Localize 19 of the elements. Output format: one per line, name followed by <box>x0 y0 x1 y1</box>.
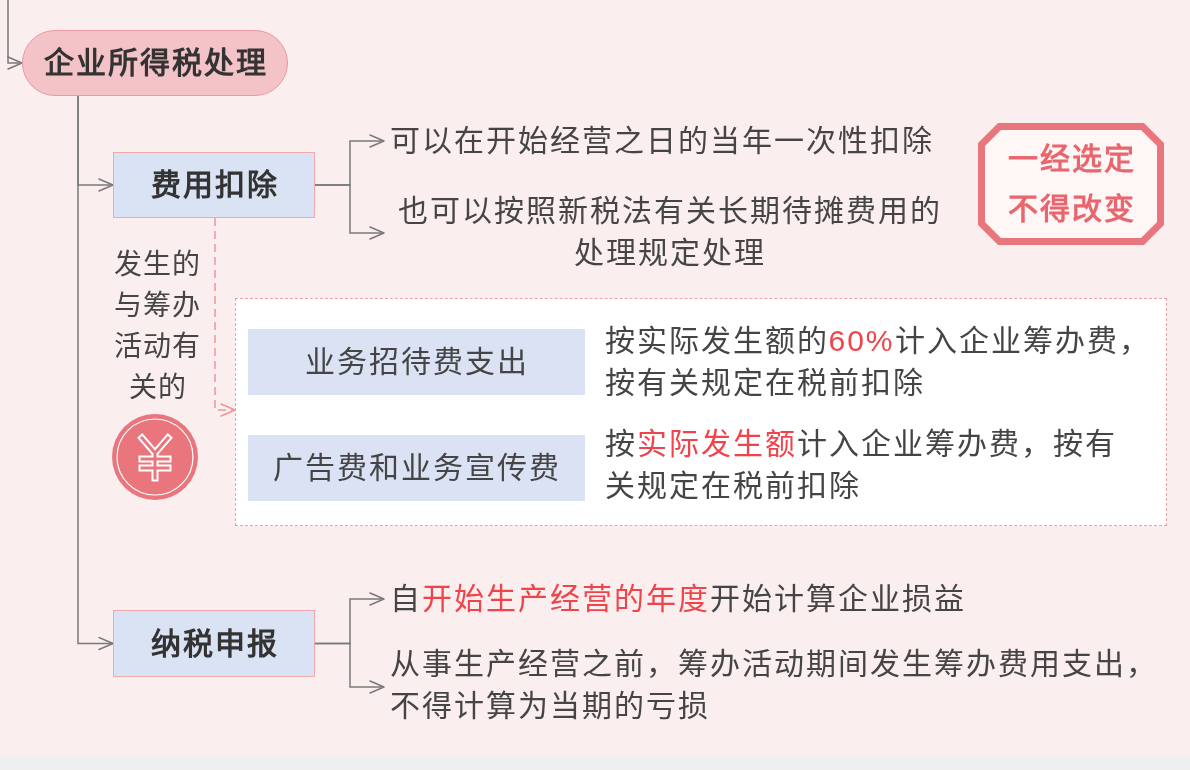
branch-text: 自开始生产经营的年度开始计算企业损益 <box>384 578 1024 620</box>
octagon-stamp: 一经选定不得改变 <box>978 123 1164 245</box>
branch-text: 也可以按照新税法有关长期待摊费用的处理规定处理 <box>384 190 949 276</box>
edge-label: 发生的与筹办活动有关的 <box>113 248 202 405</box>
branch-text: 从事生产经营之前，筹办活动期间发生筹办费用支出，不得计算为当期的亏损 <box>384 643 1184 731</box>
rounded-box: 企业所得税处理 <box>22 30 288 96</box>
dashed-arrow <box>214 217 236 417</box>
process-box: 费用扣除 <box>113 152 315 218</box>
arrow <box>77 95 114 651</box>
arrow <box>7 0 23 70</box>
arrow <box>314 642 385 694</box>
arrow <box>314 184 385 240</box>
branch-text: 可以在开始经营之日的当年一次性扣除 <box>384 120 964 162</box>
category-box: 业务招待费支出 <box>247 328 585 395</box>
note-text: 按实际发生额计入企业筹办费，按有关规定在税前扣除 <box>604 425 1118 504</box>
process-box: 纳税申报 <box>113 610 315 677</box>
category-box: 广告费和业务宣传费 <box>247 434 585 501</box>
dashed-panel <box>235 298 1167 526</box>
note-text: 按实际发生额的60%计入企业筹办费，按有关规定在税前扣除 <box>604 322 1152 401</box>
